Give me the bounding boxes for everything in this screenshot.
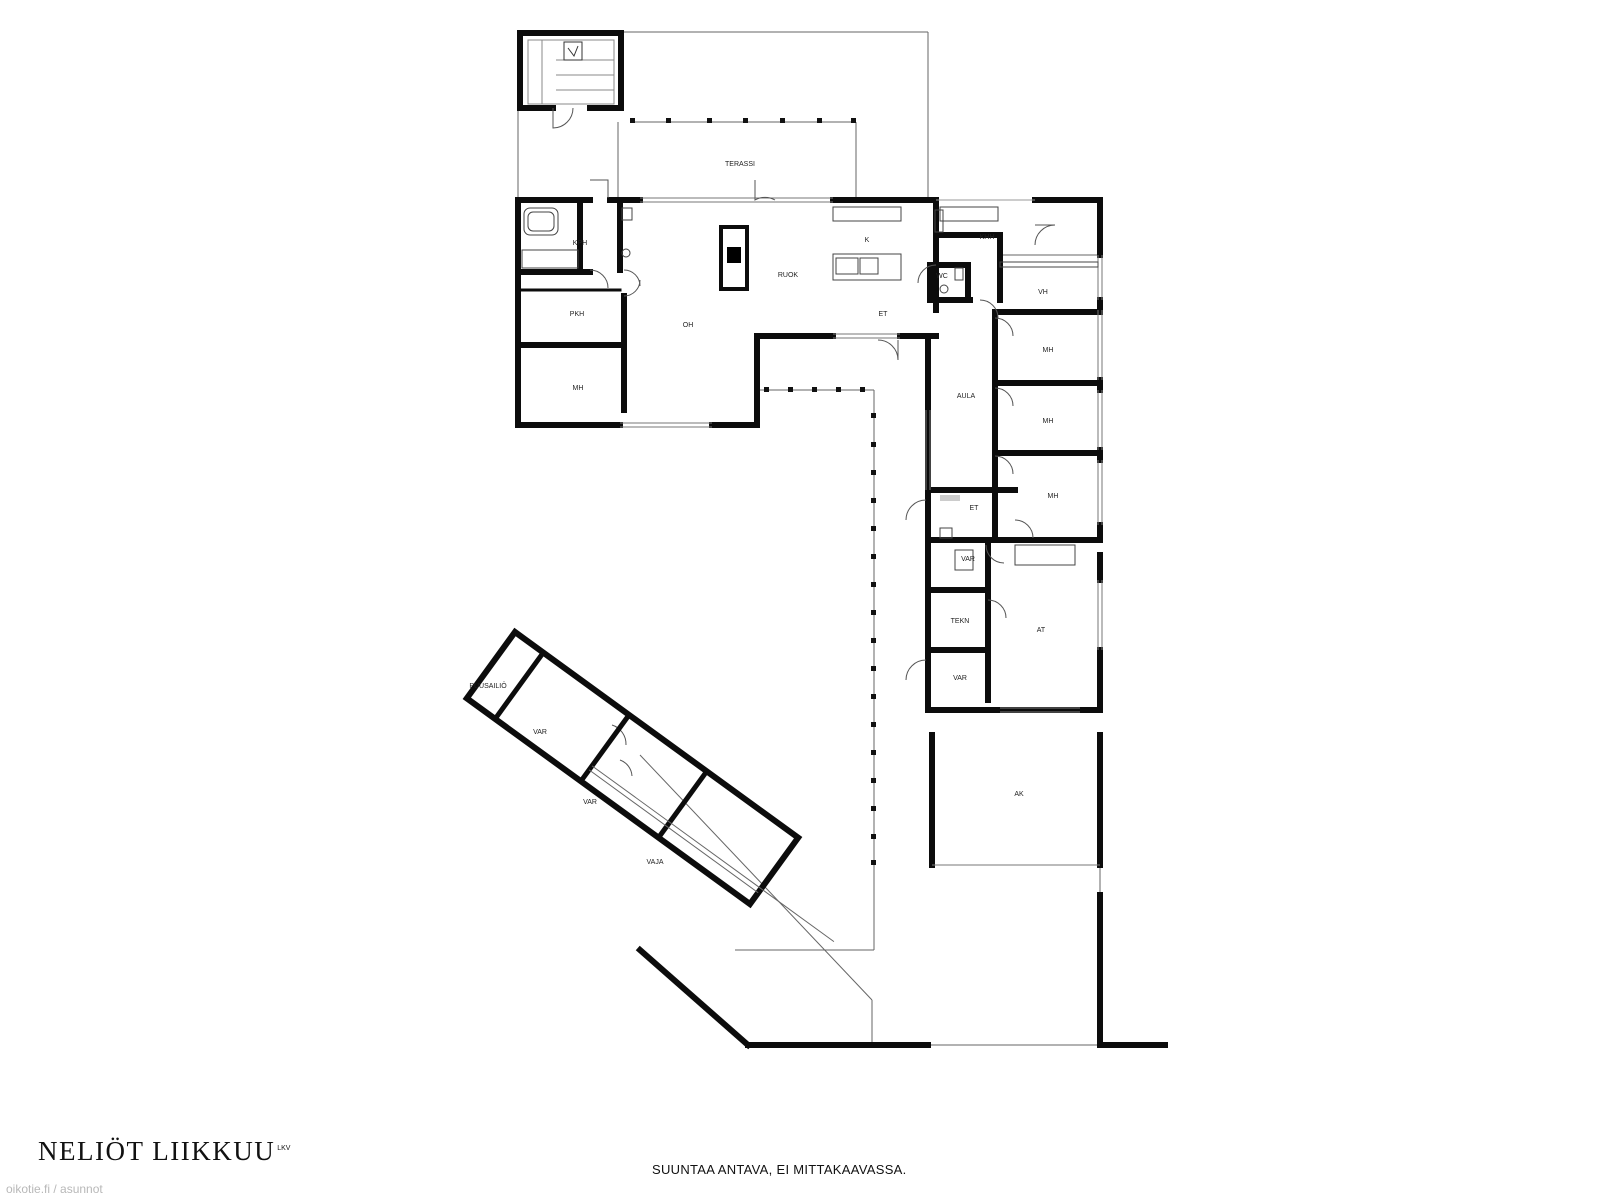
label-var-2: VAR <box>953 675 967 682</box>
label-var-3: VAR <box>533 729 547 736</box>
label-vh: VH <box>1038 289 1048 296</box>
walls <box>515 30 1168 1050</box>
label-mh-3: MH <box>1043 418 1054 425</box>
label-khh: KHH <box>980 234 995 241</box>
source-watermark: oikotie.fi / asunnot <box>6 1182 103 1196</box>
label-vaja: VAJA <box>647 859 664 866</box>
outbuilding <box>462 627 835 942</box>
windows <box>620 197 1103 866</box>
doors <box>552 107 1056 777</box>
label-k: K <box>865 237 870 244</box>
label-mh-2: MH <box>573 385 584 392</box>
label-mh-1: MH <box>1043 347 1054 354</box>
label-oh: OH <box>683 322 694 329</box>
fixtures <box>521 39 1099 571</box>
label-aula: AULA <box>957 393 976 400</box>
scale-disclaimer: SUUNTAA ANTAVA, EI MITTAKAAVASSA. <box>652 1162 907 1177</box>
label-tekn: TEKN <box>951 618 970 625</box>
brand-name: NELIÖT LIIKKUU <box>38 1136 276 1166</box>
brand-suffix: LKV <box>277 1145 291 1152</box>
label-var-1: VAR <box>961 556 975 563</box>
label-pkh: PKH <box>570 311 584 318</box>
fence-posts <box>630 118 876 865</box>
label-et-2: ET <box>970 505 980 512</box>
label-kph: KPH <box>573 240 587 247</box>
label-ruok: RUOK <box>778 272 799 279</box>
label-mh-4: MH <box>1048 493 1059 500</box>
label-ak: AK <box>1014 791 1024 798</box>
label-puusailio: PUUSAILIÖ <box>469 682 507 690</box>
label-var-4: VAR <box>583 799 597 806</box>
room-labels: TERASSI KPH K KHH RUOK WC VH PKH OH ET M… <box>469 161 1058 866</box>
label-terassi: TERASSI <box>725 161 755 168</box>
label-et-1: ET <box>879 311 889 318</box>
label-wc: WC <box>936 273 948 280</box>
label-at: AT <box>1037 627 1046 634</box>
